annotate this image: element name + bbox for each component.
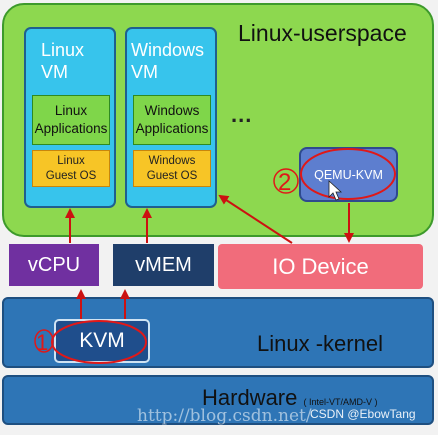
qemu-kvm-label: QEMU-KVM — [314, 167, 383, 182]
arrow-io-to-windows-vm — [218, 194, 293, 244]
hardware-subtitle: ( Intel-VT/AMD-V ) — [303, 397, 378, 407]
hardware-title: Hardware — [202, 385, 298, 410]
qemu-highlight-circle — [300, 148, 396, 200]
annotation-2-circle — [273, 168, 299, 194]
linux-applications-box: Linux Applications — [32, 95, 110, 145]
windows-vm-title: Windows VM — [131, 40, 205, 82]
windows-applications-box: Windows Applications — [133, 95, 211, 145]
annotation-1-circle — [34, 329, 54, 353]
userspace-label: Linux-userspace — [238, 20, 407, 46]
hardware-layer — [2, 375, 434, 425]
linux-applications-label: Linux Applications — [34, 103, 108, 136]
kvm-highlight-circle — [51, 320, 147, 364]
mouse-cursor-icon — [328, 180, 343, 201]
hardware-label: Hardware ( Intel-VT/AMD-V ) — [202, 385, 378, 411]
windows-applications-label: Windows Applications — [135, 103, 209, 136]
windows-guest-os-box: Windows Guest OS — [133, 150, 211, 187]
kvm-label: KVM — [79, 329, 125, 352]
linux-kernel-label: Linux -kernel — [257, 331, 383, 356]
watermark-credit: CSDN @EbowTang — [310, 407, 416, 421]
more-vms-ellipsis: ... — [231, 102, 253, 127]
annotation-number-1: 1 — [36, 330, 48, 355]
watermark-url: http://blog.csdn.net/ — [137, 406, 312, 426]
windows-vm: Windows VM Windows Applications Windows … — [125, 27, 217, 208]
linux-guest-os-label: Linux Guest OS — [45, 154, 97, 182]
vmem-box: vMEM — [113, 244, 214, 286]
linux-vm-title: Linux VM — [41, 40, 85, 82]
linux-guest-os-box: Linux Guest OS — [32, 150, 110, 187]
io-device-box: IO Device — [218, 244, 423, 289]
windows-guest-os-label: Windows Guest OS — [146, 154, 198, 182]
annotation-number-2: 2 — [278, 169, 291, 196]
linux-vm: Linux VM Linux Applications Linux Guest … — [24, 27, 116, 208]
vcpu-box: vCPU — [9, 244, 99, 286]
